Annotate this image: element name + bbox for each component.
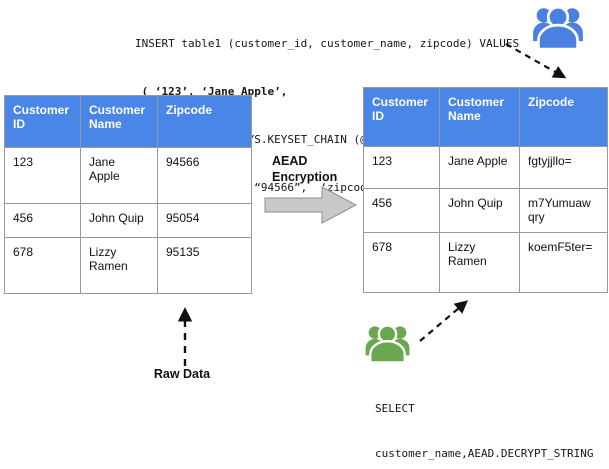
header-cell: Customer Name <box>439 87 520 147</box>
table-row: 456 John Quip m7Yumuawqry <box>363 188 608 233</box>
table-cell: 678 <box>363 232 440 293</box>
header-cell: Customer ID <box>363 87 440 147</box>
table-cell: 456 <box>4 203 81 238</box>
table-header-row: Customer ID Customer Name Zipcode <box>363 87 608 147</box>
table-cell: 95135 <box>157 237 252 294</box>
table-cell: 123 <box>4 147 81 204</box>
users-group-icon <box>533 6 583 50</box>
table-cell: fgtyjjllo= <box>519 146 608 189</box>
table-cell: Lizzy Ramen <box>439 232 520 293</box>
header-cell: Zipcode <box>157 95 252 148</box>
code-line: SELECT <box>375 402 415 415</box>
table-cell: Jane Apple <box>80 147 158 204</box>
encrypted-data-table: Customer ID Customer Name Zipcode 123 Ja… <box>363 87 608 293</box>
table-row: 456 John Quip 95054 <box>4 203 252 238</box>
users-group-icon <box>365 324 410 364</box>
table-row: 678 Lizzy Ramen 95135 <box>4 237 252 294</box>
table-cell: Lizzy Ramen <box>80 237 158 294</box>
raw-data-table: Customer ID Customer Name Zipcode 123 Ja… <box>4 95 252 294</box>
table-cell: John Quip <box>439 188 520 233</box>
table-cell: Jane Apple <box>439 146 520 189</box>
aead-encryption-label: AEAD Encryption <box>272 154 338 184</box>
table-cell: 678 <box>4 237 81 294</box>
code-line: ( ‘123’, ‘Jane Apple’, <box>135 85 288 98</box>
table-row: 678 Lizzy Ramen koemF5ter= <box>363 232 608 293</box>
table-cell: 456 <box>363 188 440 233</box>
table-cell: 94566 <box>157 147 252 204</box>
table-row: 123 Jane Apple fgtyjjllo= <box>363 146 608 189</box>
header-cell: Customer ID <box>4 95 81 148</box>
table-cell: m7Yumuawqry <box>519 188 608 233</box>
table-header-row: Customer ID Customer Name Zipcode <box>4 95 252 148</box>
header-cell: Zipcode <box>519 87 608 147</box>
table-cell: John Quip <box>80 203 158 238</box>
select-query-code: SELECT customer_name,AEAD.DECRYPT_STRING… <box>375 371 594 469</box>
table-cell: 95054 <box>157 203 252 238</box>
table-row: 123 Jane Apple 94566 <box>4 147 252 204</box>
table-cell: 123 <box>363 146 440 189</box>
code-line: customer_name,AEAD.DECRYPT_STRING <box>375 447 594 460</box>
raw-data-label: Raw Data <box>153 367 211 381</box>
header-cell: Customer Name <box>80 95 158 148</box>
dashed-arrow-select <box>419 300 469 342</box>
code-line: INSERT table1 (customer_id, customer_nam… <box>135 37 520 50</box>
table-cell: koemF5ter= <box>519 232 608 293</box>
